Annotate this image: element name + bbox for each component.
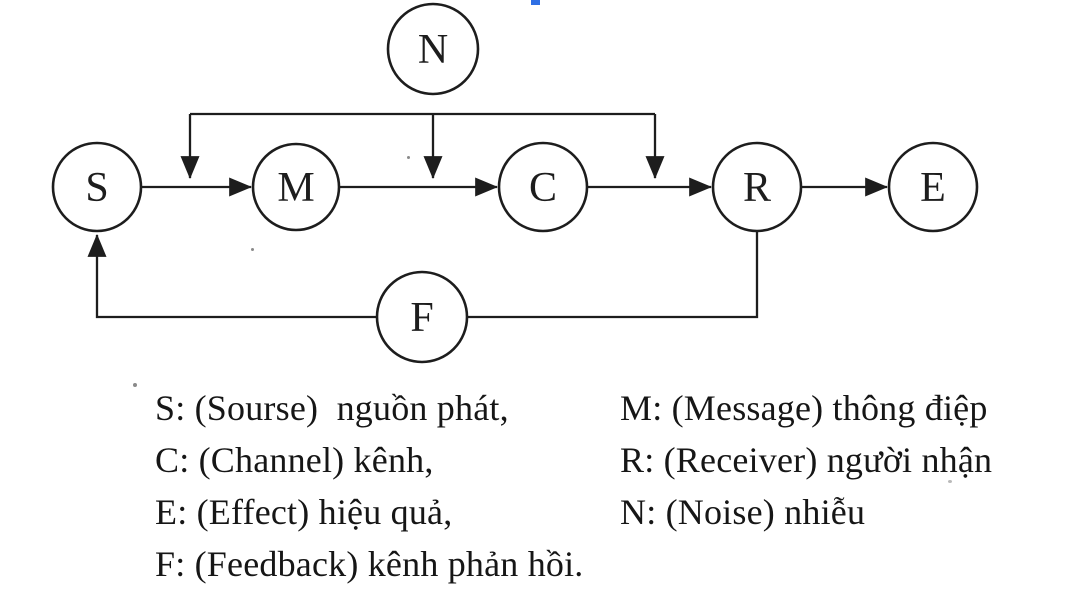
- node-r-label: R: [743, 165, 771, 211]
- node-e: E: [887, 141, 979, 233]
- edge-r-to-f: [467, 231, 759, 319]
- node-c: C: [497, 141, 589, 233]
- legend-item-effect: E: (Effect) hiệu quả,: [155, 492, 453, 532]
- node-r: R: [711, 141, 803, 233]
- node-f-label: F: [410, 295, 433, 341]
- scan-speck: [251, 248, 254, 251]
- node-c-label: C: [529, 165, 557, 211]
- node-n: N: [386, 2, 480, 96]
- node-n-circle: [386, 2, 480, 96]
- scan-artifact-blue: [531, 0, 540, 5]
- node-m-circle: [251, 142, 341, 232]
- scan-speck: [133, 383, 137, 387]
- node-s: S: [51, 141, 143, 233]
- scan-speck: [407, 156, 410, 159]
- node-f-circle: [375, 270, 469, 364]
- node-s-label: S: [85, 165, 108, 211]
- legend-item-channel: C: (Channel) kênh,: [155, 440, 434, 480]
- node-c-circle: [497, 141, 589, 233]
- legend-item-message: M: (Message) thông điệp: [620, 388, 988, 428]
- node-n-label: N: [418, 27, 448, 73]
- node-m: M: [251, 142, 341, 232]
- node-m-label: M: [277, 165, 314, 211]
- node-e-circle: [887, 141, 979, 233]
- node-e-label: E: [920, 165, 946, 211]
- legend-item-noise: N: (Noise) nhiễu: [620, 492, 866, 532]
- scan-speck: [948, 480, 952, 483]
- legend-item-feedback: F: (Feedback) kênh phản hồi.: [155, 544, 584, 584]
- legend-item-receiver: R: (Receiver) người nhận: [620, 440, 993, 480]
- legend-item-source: S: (Sourse) nguồn phát,: [155, 388, 509, 428]
- edge-f-to-s: [87, 234, 377, 319]
- node-r-circle: [711, 141, 803, 233]
- node-s-circle: [51, 141, 143, 233]
- node-f: F: [375, 270, 469, 364]
